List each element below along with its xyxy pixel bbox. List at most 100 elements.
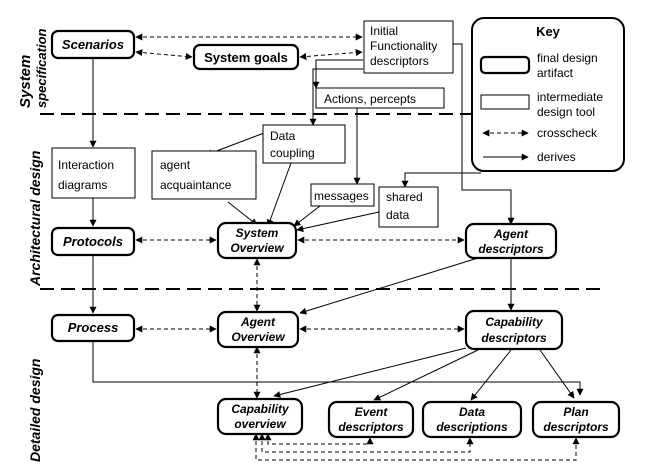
svg-text:Overview: Overview [231,330,285,344]
label-shared-data: shared data [386,190,423,222]
phase-label-detailed: Detailed design [27,359,43,462]
svg-text:Data: Data [459,405,485,419]
legend-final-line2: artifact [537,66,574,80]
legend-intermediate-line1: intermediate [537,90,603,104]
crosscheck-edges [135,33,580,461]
edge-capdesc-capoverview [273,347,467,398]
svg-text:Event: Event [355,405,389,419]
legend: Key final design artifact intermediate d… [471,17,625,172]
label-actions-percepts: Actions, percepts [324,92,416,106]
edge-datacoupling-sysoverview [266,162,292,227]
svg-text:overview: overview [234,417,286,431]
svg-text:Overview: Overview [230,241,284,255]
label-capability-overview: Capability overview [231,402,290,431]
node-messages [310,183,375,207]
node-agent-descriptors [464,222,558,260]
node-agent-acquaintance [151,150,257,200]
label-agent-overview: Agent Overview [231,315,285,344]
edge-process-plandesc [92,339,584,396]
label-data-coupling: Data coupling [270,129,315,160]
svg-text:shared: shared [386,190,423,204]
node-capability-overview [216,397,304,436]
svg-text:agent: agent [160,158,191,172]
phase-label-architectural: Architectural design [27,151,43,287]
svg-text:descriptors: descriptors [338,420,404,434]
edge-acquaintance-sysoverview [227,201,258,226]
edge-capdesc-plandesc [539,349,575,399]
edge-agentdesc-shareddata [401,172,481,188]
svg-text:Capability: Capability [485,315,544,329]
svg-text:descriptors: descriptors [481,331,547,345]
svg-text:coupling: coupling [270,146,315,160]
node-process [50,313,136,343]
node-initial-functionality [363,20,454,74]
edge-shareddata-sysoverview [296,211,380,233]
svg-text:diagrams: diagrams [58,178,107,192]
legend-intermediate-line2: design tool [537,105,595,119]
node-system-goals [192,43,300,71]
legend-final-swatch [479,55,531,75]
legend-derives-label: derives [537,150,576,164]
svg-text:Interaction: Interaction [58,158,114,172]
edge-messages-sysoverview [293,205,321,227]
svg-text:specification: specification [34,28,49,108]
phase-label-system: System specification [17,28,49,108]
legend-final-line1: final design [537,51,598,65]
svg-text:Plan: Plan [563,405,588,419]
node-plan-descriptors [531,400,621,439]
svg-text:descriptors: descriptors [370,54,429,68]
svg-text:descriptions: descriptions [436,420,508,434]
label-agent-descriptors: Agent descriptors [478,227,544,256]
derives-edges [89,43,584,401]
label-protocols: Protocols [63,234,123,249]
svg-text:System: System [17,55,34,108]
label-capability-descriptors: Capability descriptors [481,315,547,345]
cc-goals-initial [299,49,363,60]
edge-capdesc-datadesc [470,349,512,401]
label-initial-functionality: Initial Functionality descriptors [370,24,437,68]
label-event-descriptors: Event descriptors [338,405,404,434]
node-system-overview [216,221,298,260]
label-data-descriptions: Data descriptions [436,405,508,434]
svg-text:data: data [386,208,410,222]
node-interaction-diagrams [51,147,136,199]
label-scenarios: Scenarios [62,37,124,52]
legend-title: Key [536,24,561,39]
node-agent-overview [216,310,300,349]
node-data-descriptions [421,400,523,439]
node-protocols [50,226,136,257]
cc-scenarios-goals [135,49,193,60]
cc-capoverview-plandesc [252,433,580,461]
label-interaction-diagrams: Interaction diagrams [58,158,114,192]
svg-text:descriptors: descriptors [543,420,609,434]
edge-agentdesc-agentoverview [299,257,479,315]
node-data-coupling [262,124,346,164]
svg-text:Functionality: Functionality [370,39,437,53]
svg-text:Agent: Agent [240,315,276,329]
svg-text:descriptors: descriptors [478,242,544,256]
node-capability-descriptors [464,309,564,351]
node-scenarios [50,29,136,60]
label-agent-acquaintance: agent acquaintance [160,158,232,192]
label-process: Process [68,320,119,335]
label-system-goals: System goals [204,50,288,65]
svg-text:Data: Data [270,129,296,143]
svg-text:Agent: Agent [493,227,529,241]
edge-initial-agentdesc [453,43,515,225]
edge-initial-datacoupling [309,68,363,126]
label-plan-descriptors: Plan descriptors [543,405,609,434]
svg-text:Initial: Initial [370,24,398,38]
node-event-descriptors [327,400,415,439]
label-messages: messages [314,189,369,203]
node-shared-data [378,186,439,228]
svg-text:Capability: Capability [231,402,290,416]
svg-text:acquaintance: acquaintance [160,178,232,192]
legend-crosscheck-label: crosscheck [537,126,598,140]
node-actions-percepts [315,87,445,109]
svg-text:System: System [236,226,279,240]
legend-intermediate-swatch [480,94,530,110]
edge-initial-actions [312,59,363,89]
edge-capdesc-eventdesc [373,349,479,401]
label-system-overview: System Overview [230,226,284,255]
